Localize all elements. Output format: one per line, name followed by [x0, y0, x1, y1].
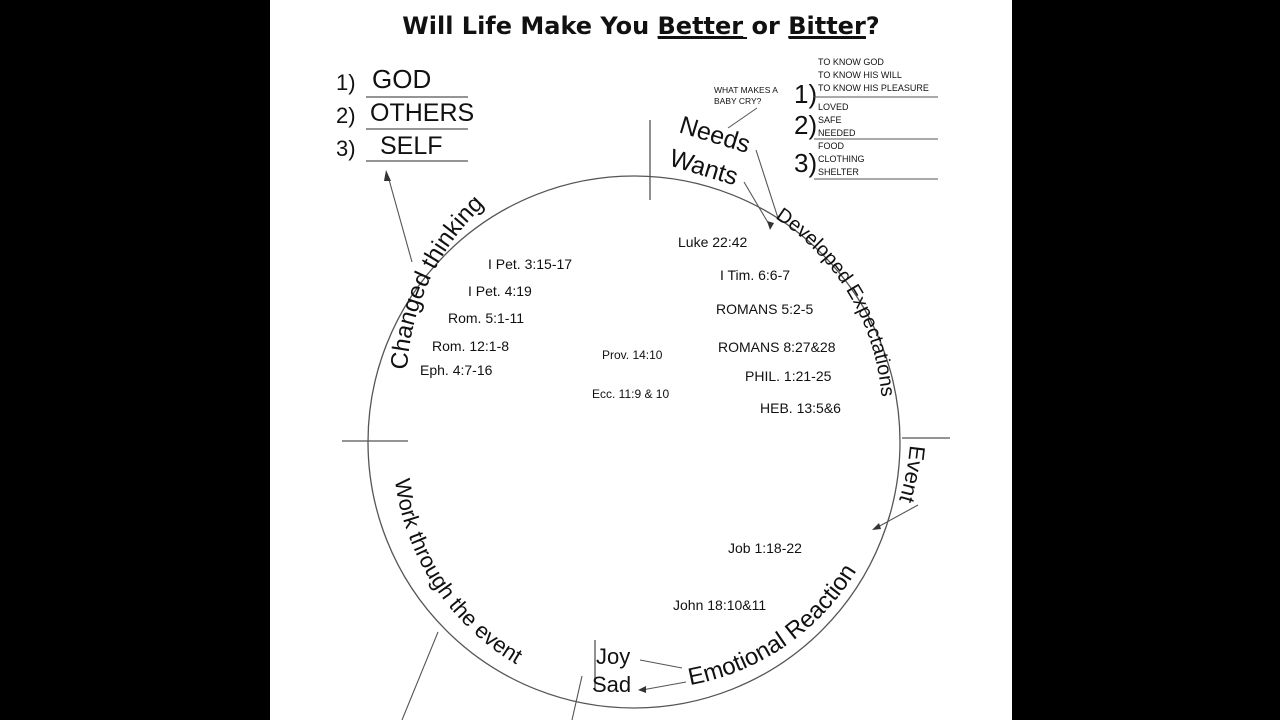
- priority-num-1: 1): [336, 70, 356, 95]
- needs-3-line-2: CLOTHING: [818, 154, 865, 164]
- needs-num-2: 2): [794, 110, 817, 140]
- needs-1-line-3: TO KNOW HIS PLEASURE: [818, 83, 929, 93]
- page-title: Will Life Make You Better or Bitter?: [402, 12, 879, 40]
- baby-question-line2: BABY CRY?: [714, 96, 762, 106]
- verse-center-2: Ecc. 11:9 & 10: [592, 387, 669, 401]
- arrow-joy: [639, 659, 683, 669]
- verse-bottom-2: John 18:10&11: [673, 597, 766, 613]
- priority-num-2: 2): [336, 103, 356, 128]
- verse-left-4: Rom. 12:1-8: [432, 338, 509, 354]
- verse-bottom-1: Job 1:18-22: [728, 540, 802, 556]
- verse-right-3: ROMANS 5:2-5: [716, 301, 813, 317]
- arrow-needs: [755, 149, 779, 219]
- baby-question: WHAT MAKES A BABY CRY?: [714, 85, 778, 129]
- arrow-bottom-left: [401, 631, 439, 720]
- sad-label: Sad: [592, 672, 631, 697]
- needs-2-line-2: SAFE: [818, 115, 842, 125]
- arrowhead-wants: [767, 221, 774, 230]
- arrowhead-event: [872, 523, 881, 530]
- needs-3-line-1: FOOD: [818, 141, 844, 151]
- needs-2-line-1: LOVED: [818, 102, 849, 112]
- priority-text-2: OTHERS: [370, 99, 474, 127]
- needs-3-line-3: SHELTER: [818, 167, 859, 177]
- diagram-page: Will Life Make You Better or Bitter? 1) …: [270, 0, 1012, 720]
- verse-center-1: Prov. 14:10: [602, 348, 663, 362]
- verse-left-3: Rom. 5:1-11: [448, 310, 524, 326]
- verse-right-5: PHIL. 1:21-25: [745, 368, 832, 384]
- verse-left-5: Eph. 4:7-16: [420, 362, 493, 378]
- arrow-to-priorities: [387, 175, 413, 263]
- needs-1-line-2: TO KNOW HIS WILL: [818, 70, 902, 80]
- life-cycle-diagram: Will Life Make You Better or Bitter? 1) …: [336, 12, 950, 720]
- arrowhead-sad: [638, 686, 646, 693]
- arrow-event: [875, 504, 919, 529]
- arrow-bottom-center: [571, 675, 583, 720]
- arrowhead-priorities: [384, 170, 391, 181]
- arc-label-work-through: Work through the event: [390, 477, 527, 669]
- verse-right-1: Luke 22:42: [678, 234, 747, 250]
- needs-list: 1) TO KNOW GOD TO KNOW HIS WILL TO KNOW …: [794, 57, 938, 180]
- joy-label: Joy: [596, 644, 630, 669]
- verse-right-2: I Tim. 6:6-7: [720, 267, 790, 283]
- verse-right-4: ROMANS 8:27&28: [718, 339, 836, 355]
- needs-num-3: 3): [794, 148, 817, 178]
- baby-question-pointer: [727, 107, 758, 129]
- verse-left-2: I Pet. 4:19: [468, 283, 532, 299]
- priority-text-1: GOD: [372, 64, 431, 94]
- priority-num-3: 3): [336, 136, 356, 161]
- needs-1-line-1: TO KNOW GOD: [818, 57, 884, 67]
- arrow-wants: [743, 181, 771, 227]
- baby-question-line1: WHAT MAKES A: [714, 85, 778, 95]
- arc-label-emotional-reaction: Emotional Reaction: [686, 559, 862, 691]
- needs-num-1: 1): [794, 79, 817, 109]
- cycle-circle: [367, 175, 901, 709]
- needs-2-line-3: NEEDED: [818, 128, 856, 138]
- verse-right-6: HEB. 13:5&6: [760, 400, 841, 416]
- verse-left-1: I Pet. 3:15-17: [488, 256, 572, 272]
- arrow-sad: [641, 681, 687, 691]
- priority-text-3: SELF: [380, 132, 443, 160]
- priorities-list: 1) GOD 2) OTHERS 3) SELF: [336, 64, 474, 162]
